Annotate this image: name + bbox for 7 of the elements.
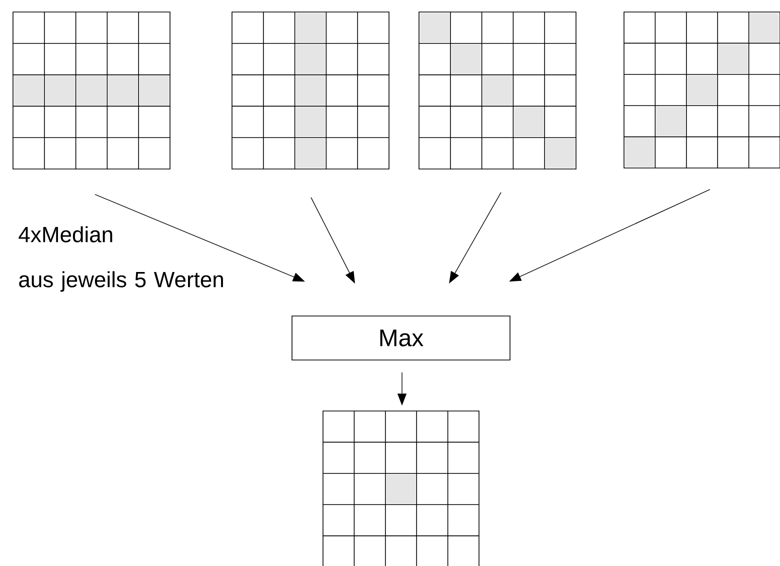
process-box: Max	[292, 316, 510, 360]
note-text: 4xMedian aus jeweils 5 Werten	[18, 226, 223, 292]
grid-drawing	[232, 12, 390, 170]
grid-drawing	[624, 12, 780, 168]
grid-drawing	[322, 410, 480, 566]
grid-drawing	[12, 12, 170, 170]
grid-drawing	[418, 12, 576, 170]
